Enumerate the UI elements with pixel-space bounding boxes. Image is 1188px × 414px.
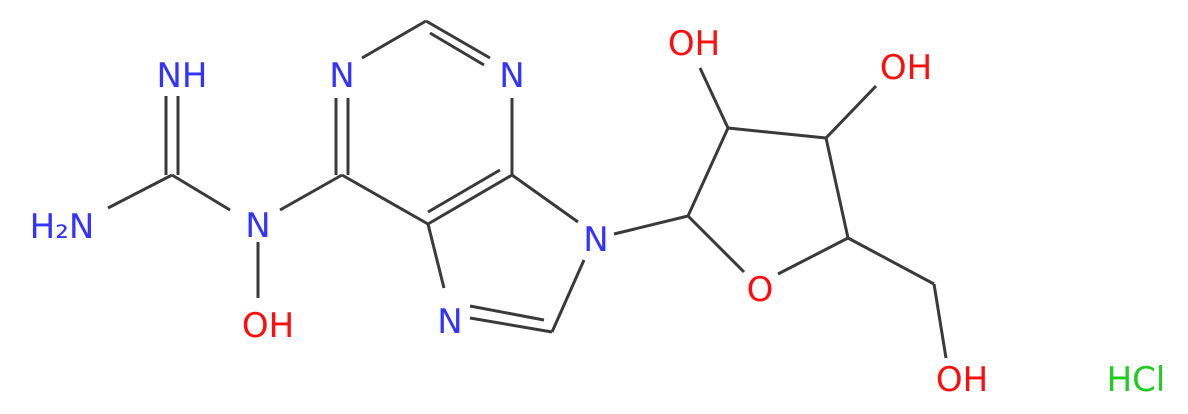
bond-c-n bbox=[171, 173, 231, 212]
bond-n9-c1p bbox=[613, 214, 689, 236]
bond-c4p-c5p bbox=[847, 236, 935, 286]
bond-c8-n7-b bbox=[469, 304, 545, 322]
atom-ring-oxygen: O bbox=[747, 270, 774, 310]
atom-n-hydroxy: N bbox=[245, 206, 270, 246]
atom-purine-n9: N bbox=[583, 220, 608, 260]
bond-o-c4p bbox=[777, 236, 849, 276]
atom-labels: NH H₂N N OH N N N N O OH OH OH HCl bbox=[30, 24, 1166, 400]
bond-c2-n3-b bbox=[429, 31, 485, 67]
bond-c2p-c3p bbox=[727, 126, 827, 140]
atom-hydroxyl-5: OH bbox=[936, 360, 988, 400]
atom-n-oh: OH bbox=[242, 306, 294, 346]
atom-purine-n1: N bbox=[329, 56, 354, 96]
bond-c4-n9 bbox=[511, 173, 579, 224]
bond-c1p-c2p bbox=[686, 127, 730, 217]
bond-c1p-o bbox=[686, 214, 746, 274]
bond-c4-c5-b bbox=[427, 168, 501, 214]
bond-c3p-c4p bbox=[824, 137, 850, 239]
atom-imine-nh: NH bbox=[157, 56, 208, 96]
bond-c4-c5-a bbox=[427, 173, 513, 226]
atom-hydroxyl-3: OH bbox=[880, 48, 932, 88]
atom-amine-nh2: H₂N bbox=[30, 207, 95, 247]
bond-n9-c8 bbox=[550, 259, 586, 333]
bond-n7-c5 bbox=[426, 223, 446, 289]
bond-c5-c6 bbox=[341, 173, 429, 226]
bond-c2p-oh bbox=[698, 67, 730, 129]
bond-n1-c2 bbox=[361, 19, 427, 60]
bond-c-nh2 bbox=[107, 173, 173, 210]
bond-n-c6 bbox=[279, 173, 343, 212]
bond-c3p-oh bbox=[824, 84, 878, 140]
bond-c8-n7-a bbox=[469, 316, 553, 334]
salt-hcl: HCl bbox=[1107, 360, 1166, 400]
atom-purine-n3: N bbox=[499, 56, 524, 96]
atom-hydroxyl-2: OH bbox=[668, 24, 720, 64]
bond-c2-n3-a bbox=[425, 19, 491, 60]
atom-purine-n7: N bbox=[437, 302, 462, 342]
bond-lines bbox=[107, 19, 948, 359]
bond-c5p-oh bbox=[932, 283, 948, 359]
